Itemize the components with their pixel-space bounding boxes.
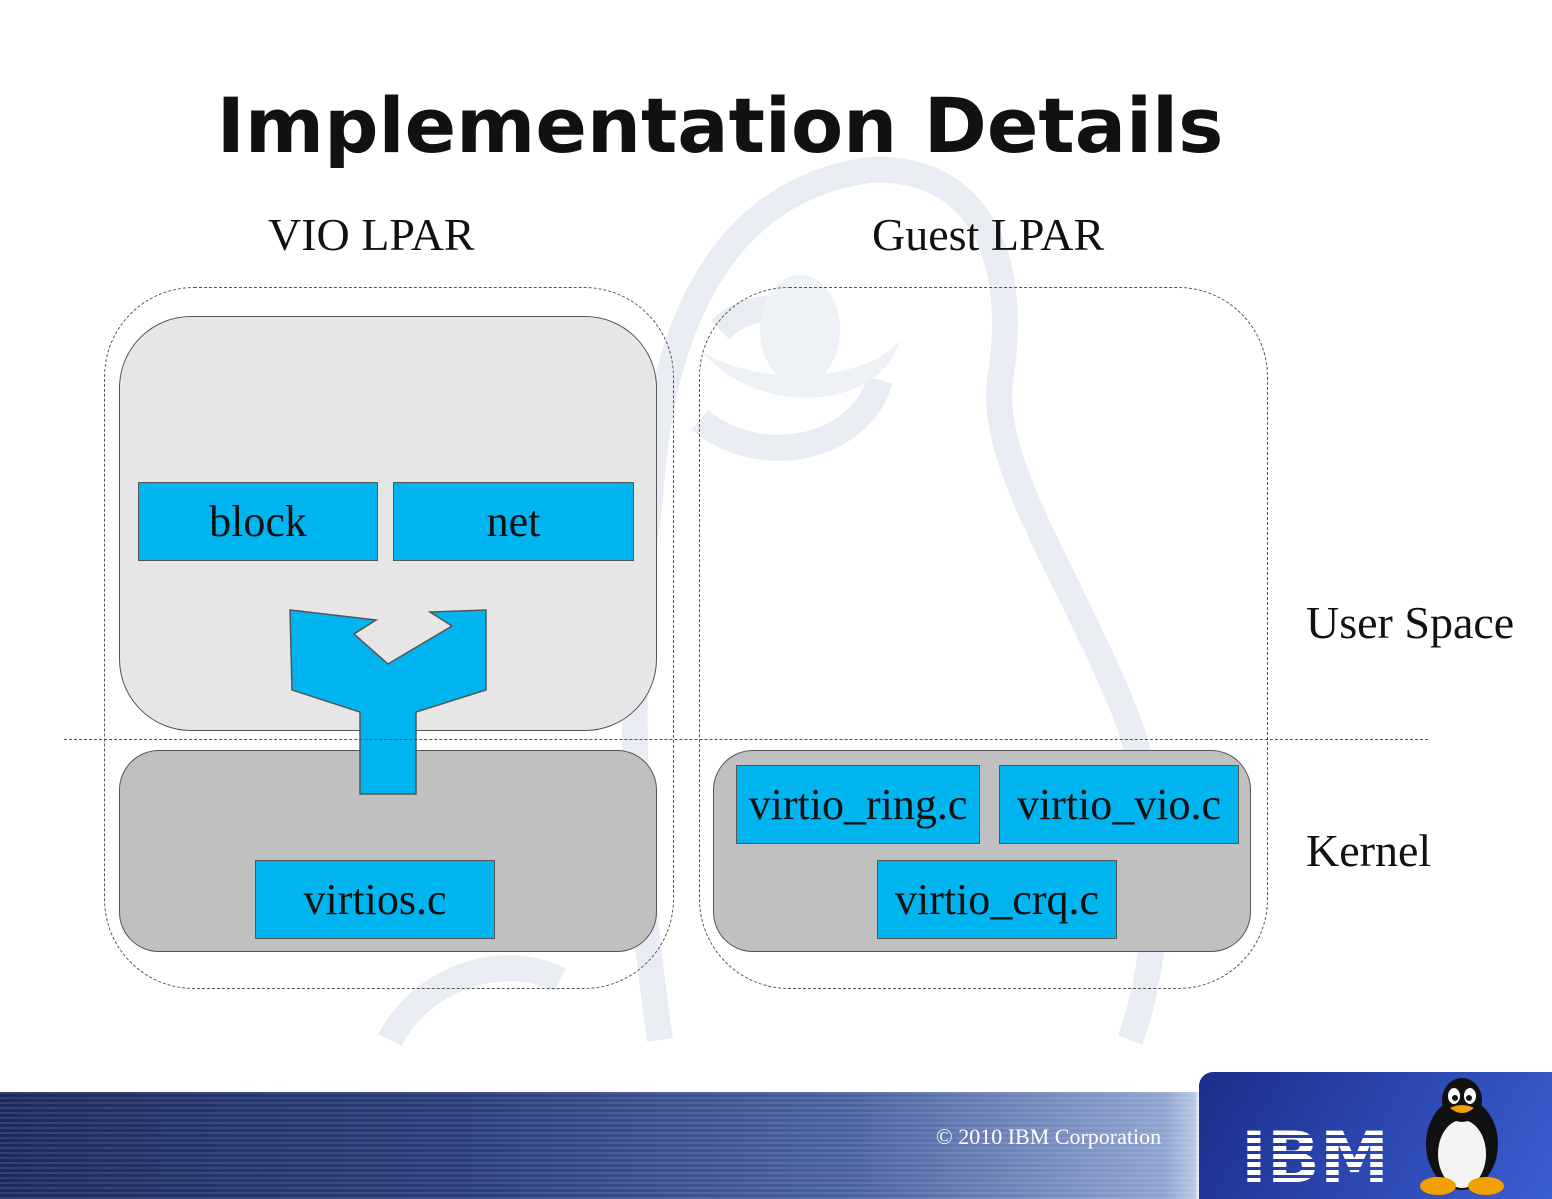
footer-stripes [0,1092,1200,1199]
user-space-label: User Space [1306,597,1515,648]
ibm-logo-icon: IBM [1241,1122,1389,1186]
guest-lpar-boundary [699,287,1268,989]
module-virtios: virtios.c [255,860,495,939]
module-net: net [393,482,634,561]
vio-lpar-boundary [104,287,674,989]
module-virtio-crq: virtio_crq.c [877,860,1117,939]
tux-icon [1420,1078,1504,1195]
svg-text:IBM: IBM [1241,1122,1389,1186]
guest-lpar-title: Guest LPAR [872,209,1105,260]
user-kernel-divider [64,739,1428,740]
vio-lpar-title: VIO LPAR [268,209,475,260]
kernel-label: Kernel [1306,825,1432,876]
copyright-text: © 2010 IBM Corporation [936,1124,1162,1149]
module-virtio-vio: virtio_vio.c [999,765,1239,844]
module-block: block [138,482,378,561]
module-virtio-ring: virtio_ring.c [736,765,980,844]
slide-title: Implementation Details [216,81,1224,170]
